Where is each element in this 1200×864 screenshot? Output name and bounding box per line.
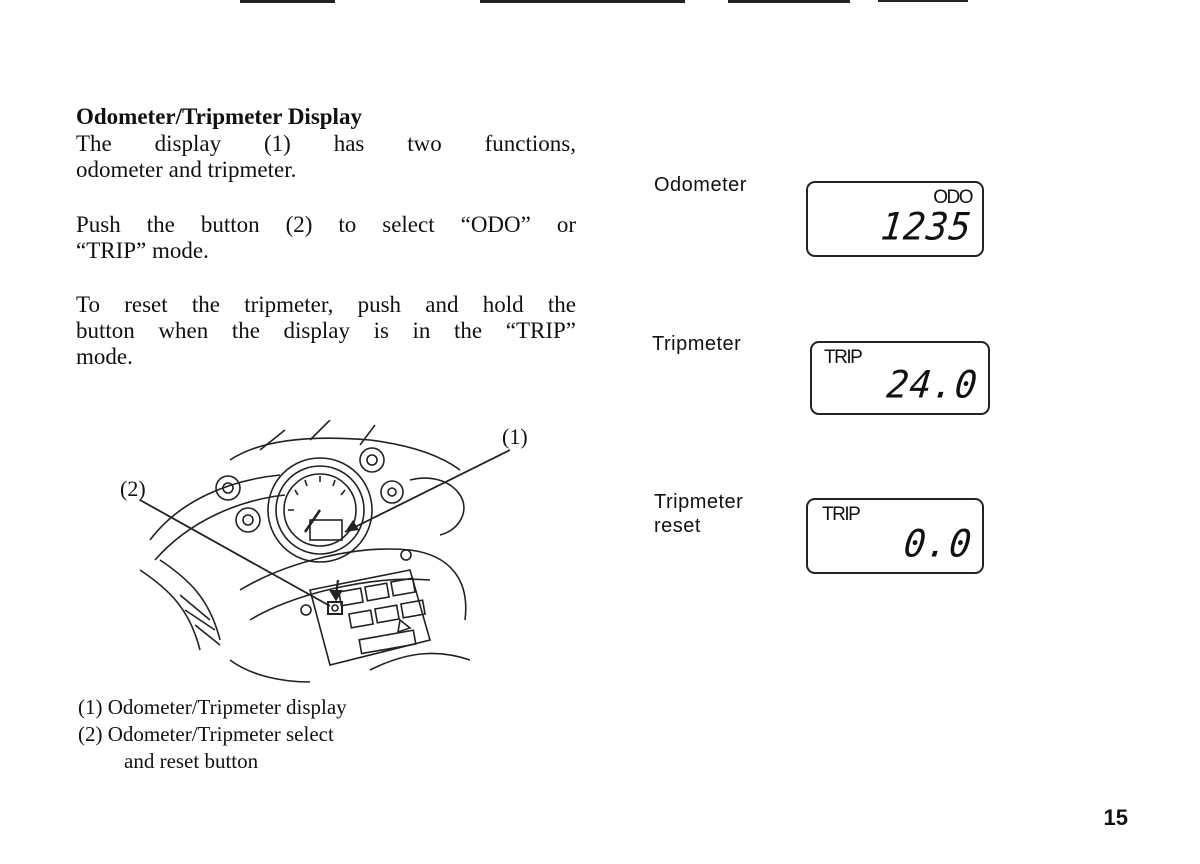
paragraph-line: odometer and tripmeter. xyxy=(76,157,297,182)
tripmeter-label: Tripmeter xyxy=(652,333,742,355)
page-number: 15 xyxy=(1103,805,1128,830)
paragraph-line: “TRIP” mode. xyxy=(76,238,209,263)
odometer-label: Odometer xyxy=(654,174,747,196)
callout-label-2: (2) xyxy=(120,476,146,501)
trip-tag: TRIP xyxy=(822,504,861,525)
tripmeter-lcd: TRIP 24.0 xyxy=(810,341,990,415)
top-rule xyxy=(480,0,685,3)
tripmeter-reset-lcd: TRIP 0.0 xyxy=(806,498,984,574)
instrument-panel-illustration: (1) (2) xyxy=(110,419,560,695)
paragraph-line: The display (1) has two functions, xyxy=(76,131,576,156)
tripmeter-value: 24.0 xyxy=(885,363,981,408)
section-title: Odometer/Tripmeter Display xyxy=(76,104,362,129)
callout-label-1: (1) xyxy=(502,424,528,449)
figure-caption: and reset button xyxy=(124,749,259,773)
paragraph-line: To reset the tripmeter, push and hold th… xyxy=(76,292,576,317)
paragraph-line: mode. xyxy=(76,344,133,369)
odometer-value: 1235 xyxy=(879,205,975,250)
paragraph-line: Push the button (2) to select “ODO” or xyxy=(76,212,576,237)
paragraph-line: button when the display is in the “TRIP” xyxy=(76,318,576,343)
tripmeter-reset-value: 0.0 xyxy=(901,522,975,567)
top-rule xyxy=(878,0,968,2)
figure-caption: (2) Odometer/Tripmeter select xyxy=(78,722,334,746)
top-rule xyxy=(240,0,335,3)
odometer-lcd: ODO 1235 xyxy=(806,181,984,257)
tripmeter-reset-label: Tripmeter xyxy=(654,491,744,513)
tripmeter-reset-label: reset xyxy=(654,515,701,537)
odo-tag: ODO xyxy=(933,187,973,208)
top-rule xyxy=(728,0,850,3)
trip-tag: TRIP xyxy=(824,347,863,368)
figure-caption: (1) Odometer/Tripmeter display xyxy=(78,695,347,719)
